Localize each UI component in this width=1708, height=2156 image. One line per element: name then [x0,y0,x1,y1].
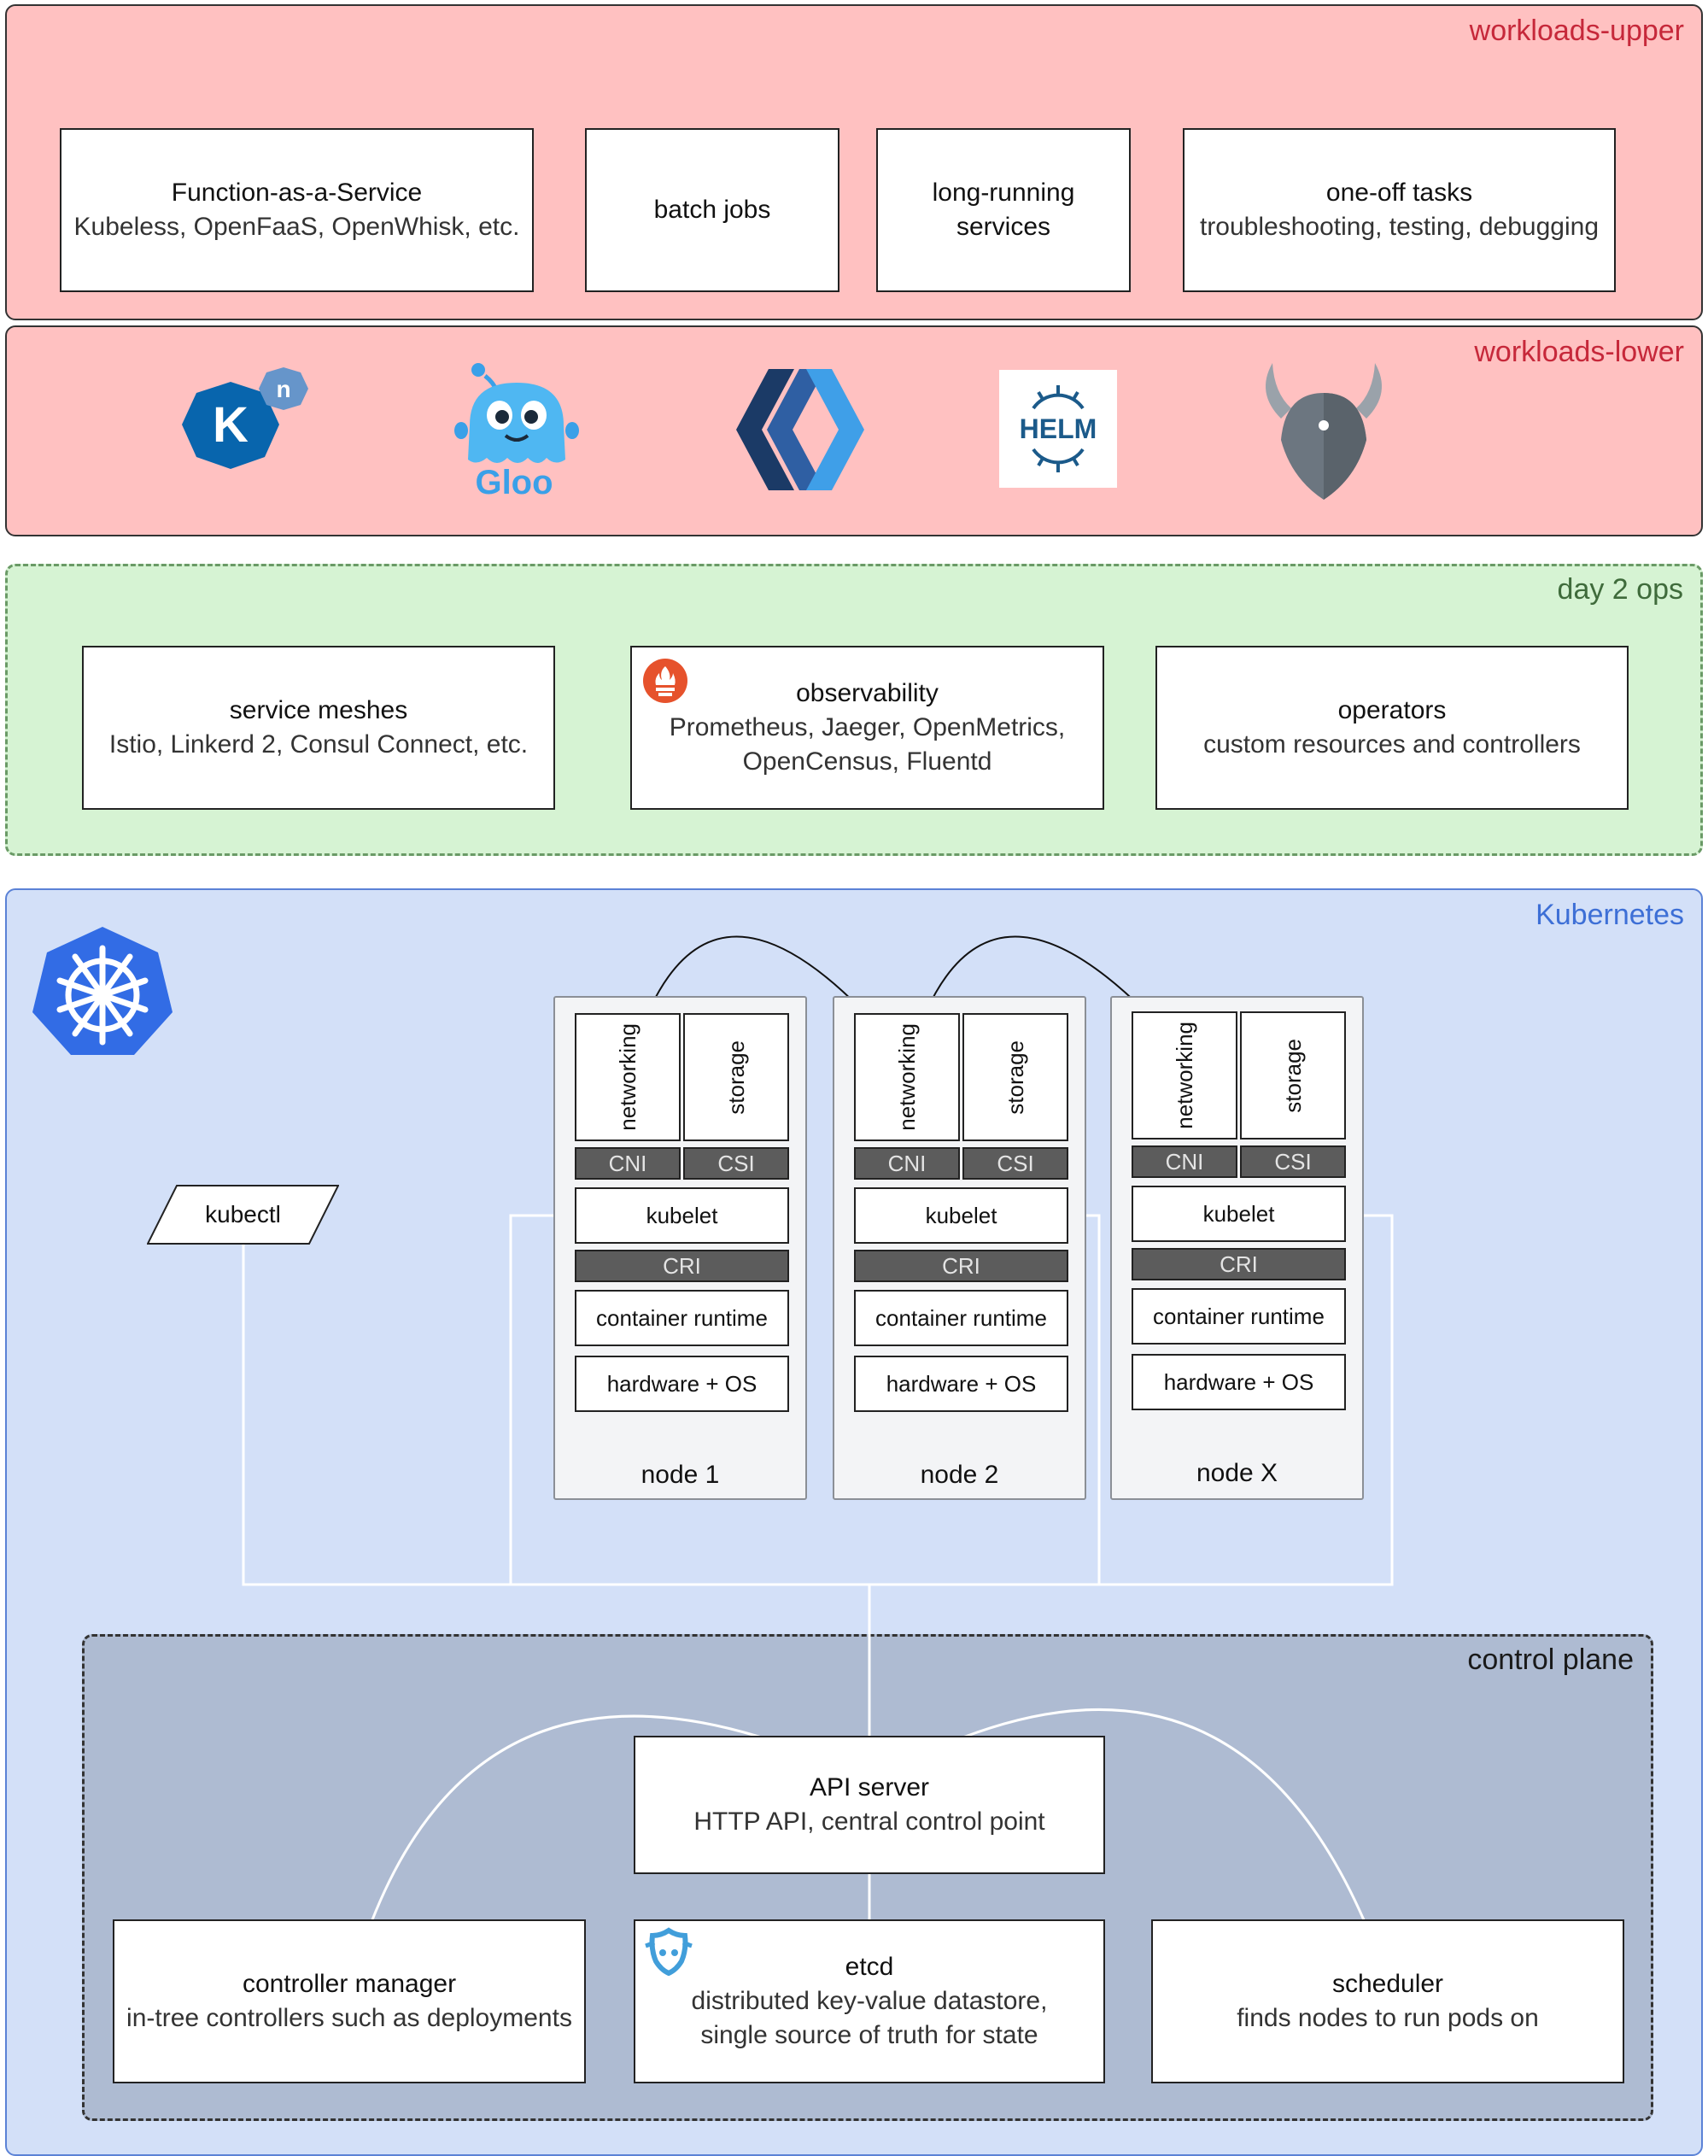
etcd-icon [645,1927,693,1977]
observability-box: observability Prometheus, Jaeger, OpenMe… [630,646,1104,810]
csi-box: CSI [1240,1145,1346,1178]
prometheus-icon [643,659,687,703]
cni-box: CNI [1132,1145,1237,1178]
api-server-box: API server HTTP API, central control poi… [634,1736,1105,1874]
storage-box: storage [1240,1011,1346,1140]
gloo-wordmark: Gloo [475,464,553,501]
service-meshes-title: service meshes [229,696,408,724]
layer-label-control-plane: control plane [1467,1643,1634,1676]
one-off-title: one-off tasks [1325,179,1473,207]
one-off-subtitle: troubleshooting, testing, debugging [1199,213,1600,241]
controller-manager-box: controller manager in-tree controllers s… [113,1919,586,2083]
hardware-os-box: hardware + OS [1132,1354,1346,1410]
kubectl-label: kubectl [205,1201,281,1227]
api-server-title: API server [809,1773,930,1802]
layer-label-workloads-lower: workloads-lower [1474,336,1684,368]
service-meshes-subtitle: Istio, Linkerd 2, Consul Connect, etc. [108,730,529,759]
operators-subtitle: custom resources and controllers [1203,730,1581,759]
batch-jobs-title: batch jobs [653,196,771,224]
etcd-box: etcd distributed key-value datastore, si… [634,1919,1105,2083]
container-runtime-box: container runtime [1132,1288,1346,1345]
one-off-tasks-box: one-off tasks troubleshooting, testing, … [1183,128,1616,292]
hardware-os-box: hardware + OS [575,1356,789,1412]
kubelet-box: kubelet [1132,1186,1346,1242]
kubelet-box: kubelet [575,1187,789,1244]
container-runtime-box: container runtime [854,1290,1068,1346]
scheduler-box: scheduler finds nodes to run pods on [1151,1919,1624,2083]
operator-logo-icon [1266,363,1382,500]
operators-box: operators custom resources and controlle… [1155,646,1629,810]
kubelet-box: kubelet [854,1187,1068,1244]
networking-box: networking [1132,1011,1237,1140]
csi-box: CSI [683,1147,789,1180]
faas-title: Function-as-a-Service [171,179,423,207]
long-running-subtitle: services [956,213,1051,241]
controller-manager-title: controller manager [242,1970,457,1998]
chevrons-logo-icon [736,369,864,490]
observability-title: observability [796,679,939,707]
etcd-title: etcd [845,1953,894,1981]
csi-box: CSI [962,1147,1068,1180]
cri-box: CRI [854,1250,1068,1282]
storage-box: storage [962,1013,1068,1141]
helm-wordmark: HELM [1020,413,1097,444]
gloo-logo-icon: Gloo [454,363,579,501]
operators-title: operators [1337,696,1447,724]
etcd-subtitle: distributed key-value datastore, [691,1987,1048,2015]
helm-logo-icon: HELM [999,370,1117,488]
layer-label-day-2-ops: day 2 ops [1557,573,1683,606]
knative-badge: n [276,376,290,402]
storage-box: storage [683,1013,789,1141]
cni-box: CNI [854,1147,960,1180]
networking-box: networking [854,1013,960,1141]
controller-manager-subtitle: in-tree controllers such as deployments [126,2004,572,2032]
faas-subtitle: Kubeless, OpenFaaS, OpenWhisk, etc. [73,213,520,241]
knative-logo-icon: K n [182,367,308,469]
scheduler-subtitle: finds nodes to run pods on [1237,2004,1539,2032]
networking-box: networking [575,1013,681,1141]
container-runtime-box: container runtime [575,1290,789,1346]
scheduler-title: scheduler [1331,1970,1444,1998]
knative-letter: K [213,397,249,453]
observability-subtitle-2: OpenCensus, Fluentd [742,747,992,776]
api-server-subtitle: HTTP API, central control point [693,1807,1045,1836]
long-running-box: long-running services [876,128,1131,292]
batch-jobs-box: batch jobs [585,128,839,292]
hardware-os-box: hardware + OS [854,1356,1068,1412]
node-label: node 2 [920,1461,999,1489]
kubernetes-logo-icon [32,927,173,1055]
cni-box: CNI [575,1147,681,1180]
observability-subtitle: Prometheus, Jaeger, OpenMetrics, [669,713,1066,741]
node-label: node X [1196,1459,1278,1487]
long-running-title: long-running [932,179,1075,207]
cri-box: CRI [575,1250,789,1282]
layer-label-kubernetes: Kubernetes [1535,899,1684,931]
layer-label-workloads-upper: workloads-upper [1469,15,1684,47]
service-meshes-box: service meshes Istio, Linkerd 2, Consul … [82,646,555,810]
etcd-subtitle-2: single source of truth for state [700,2021,1038,2049]
node-label: node 1 [640,1461,720,1489]
faas-box: Function-as-a-Service Kubeless, OpenFaaS… [60,128,534,292]
cri-box: CRI [1132,1248,1346,1280]
kubectl-shape[interactable]: kubectl [147,1185,339,1245]
